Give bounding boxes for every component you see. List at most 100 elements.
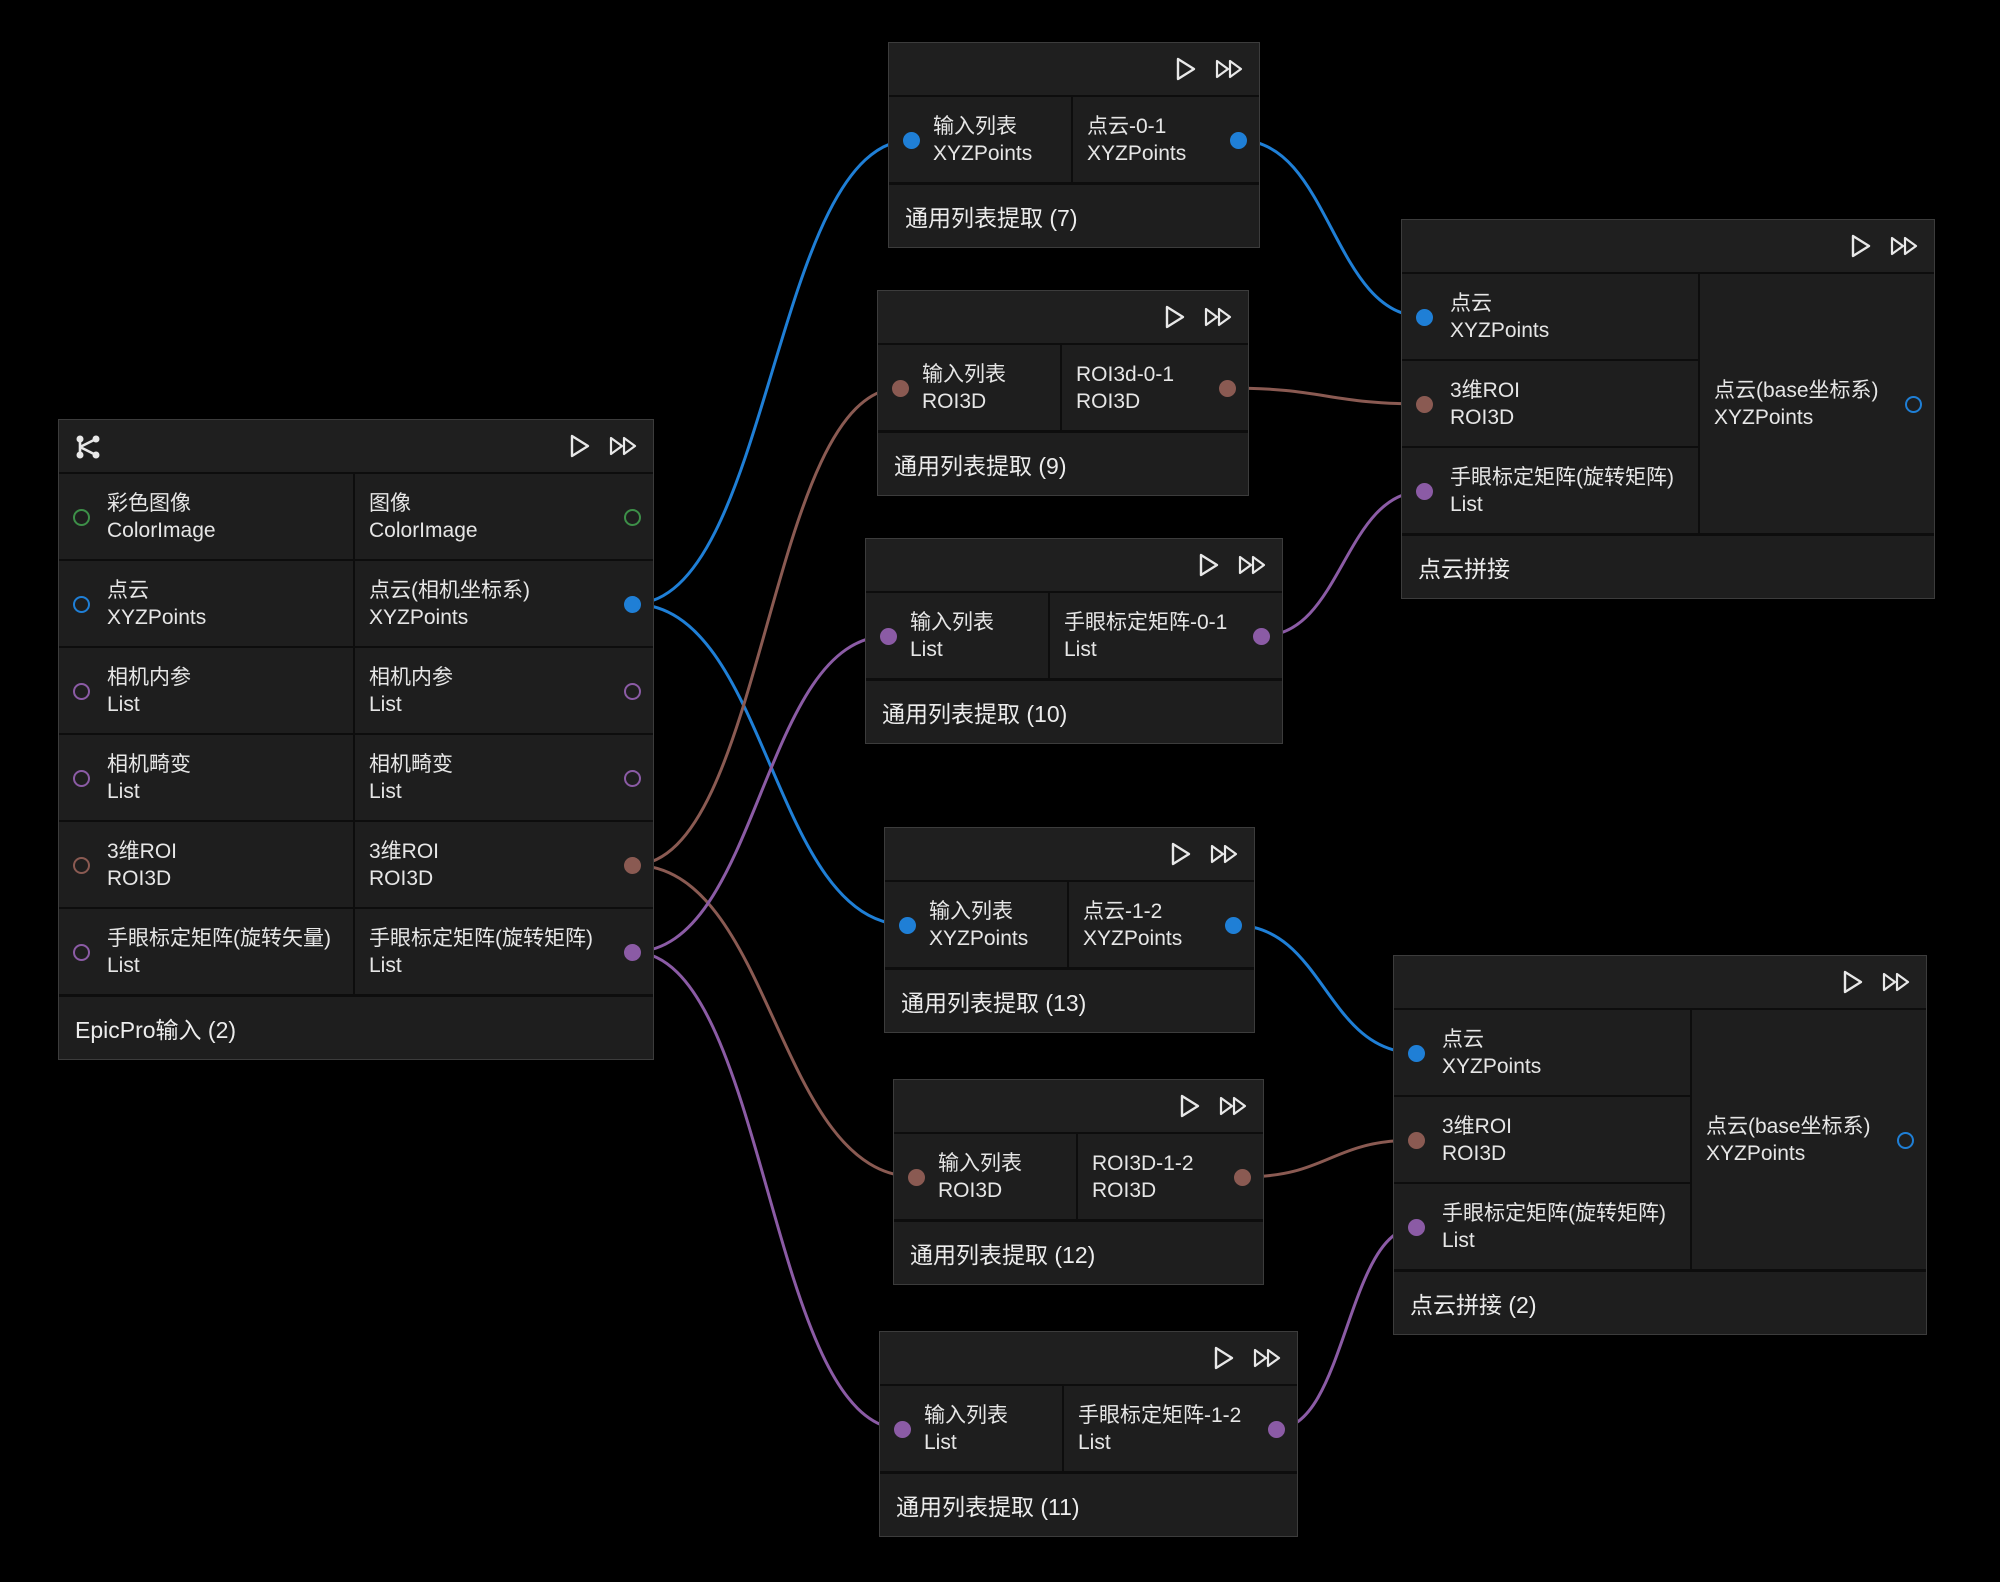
fast-forward-icon[interactable] — [1882, 971, 1912, 993]
output-port[interactable] — [624, 508, 641, 526]
fast-forward-icon[interactable] — [1253, 1347, 1283, 1369]
fast-forward-icon[interactable] — [1204, 306, 1234, 328]
play-icon[interactable] — [1170, 842, 1192, 866]
fast-forward-icon[interactable] — [1890, 235, 1920, 257]
node-header[interactable] — [59, 420, 653, 474]
port-name: 彩色图像 — [107, 491, 191, 515]
output-port[interactable] — [624, 943, 641, 961]
fast-forward-icon[interactable] — [1219, 1095, 1249, 1117]
input-port[interactable] — [903, 131, 920, 149]
input-port[interactable] — [1416, 482, 1433, 500]
play-icon[interactable] — [1179, 1094, 1201, 1118]
connection-wire[interactable] — [1242, 1138, 1417, 1179]
play-icon[interactable] — [1213, 1346, 1235, 1370]
port-type: XYZPoints — [1706, 1141, 1806, 1165]
input-port[interactable] — [1408, 1218, 1425, 1236]
port-type: List — [1442, 1228, 1475, 1252]
input-port[interactable] — [1408, 1044, 1425, 1062]
output-port[interactable] — [1897, 1131, 1914, 1149]
output-port-cell: 手眼标定矩阵(旋转矩阵)List — [355, 909, 653, 994]
port-type: List — [369, 779, 402, 803]
input-port[interactable] — [1416, 308, 1433, 326]
node-header[interactable] — [878, 291, 1248, 345]
output-port[interactable] — [624, 769, 641, 787]
output-port[interactable] — [1253, 627, 1270, 645]
play-icon[interactable] — [1175, 57, 1197, 81]
node-title: 通用列表提取 (12) — [894, 1221, 1263, 1284]
output-port-cell: 点云(相机坐标系)XYZPoints — [355, 561, 653, 646]
input-port[interactable] — [908, 1168, 925, 1186]
output-port[interactable] — [1268, 1420, 1285, 1438]
node-header[interactable] — [1402, 220, 1934, 274]
port-type: List — [107, 779, 140, 803]
port-name: 3维ROI — [1450, 378, 1521, 402]
output-port[interactable] — [624, 682, 641, 700]
connection-wire[interactable] — [1233, 923, 1417, 1055]
play-icon[interactable] — [1842, 970, 1864, 994]
input-port[interactable] — [73, 595, 90, 613]
output-port[interactable] — [624, 856, 641, 874]
connection-wire[interactable] — [1227, 386, 1425, 406]
node-header[interactable] — [889, 43, 1259, 97]
node-header[interactable] — [885, 828, 1254, 882]
output-port-cell: 点云(base坐标系)XYZPoints — [1692, 1010, 1926, 1271]
node-header[interactable] — [894, 1080, 1263, 1134]
play-icon[interactable] — [1850, 234, 1872, 258]
fast-forward-icon[interactable] — [1215, 58, 1245, 80]
connection-wire[interactable] — [632, 386, 901, 867]
output-port[interactable] — [1234, 1168, 1251, 1186]
input-port[interactable] — [73, 682, 90, 700]
connection-wire[interactable] — [632, 634, 889, 954]
node-header[interactable] — [1394, 956, 1926, 1010]
input-port[interactable] — [899, 916, 916, 934]
input-port[interactable] — [880, 627, 897, 645]
play-icon[interactable] — [569, 434, 591, 458]
connection-wire[interactable] — [1238, 138, 1425, 319]
fast-forward-icon[interactable] — [1238, 554, 1268, 576]
input-port[interactable] — [73, 856, 90, 874]
output-port[interactable] — [1230, 131, 1247, 149]
port-type: List — [369, 692, 402, 716]
fast-forward-icon[interactable] — [1210, 843, 1240, 865]
connection-wire[interactable] — [632, 950, 903, 1431]
output-port[interactable] — [1905, 395, 1922, 413]
node-header[interactable] — [866, 539, 1282, 593]
node-header[interactable] — [880, 1332, 1297, 1386]
port-name: 点云 — [1442, 1027, 1484, 1051]
port-name: 相机畸变 — [107, 752, 191, 776]
play-icon[interactable] — [1198, 553, 1220, 577]
input-port[interactable] — [73, 943, 90, 961]
input-port[interactable] — [892, 379, 909, 397]
connection-wire[interactable] — [632, 863, 917, 1179]
input-port[interactable] — [73, 769, 90, 787]
input-port[interactable] — [1416, 395, 1433, 413]
flow-graph-icon — [76, 435, 100, 459]
input-port[interactable] — [894, 1420, 911, 1438]
port-name: 3维ROI — [107, 839, 178, 863]
fast-forward-icon[interactable] — [609, 435, 639, 457]
output-port[interactable] — [624, 595, 641, 613]
output-port[interactable] — [1219, 379, 1236, 397]
play-icon[interactable] — [1164, 305, 1186, 329]
connection-wire[interactable] — [632, 138, 912, 606]
port-type: List — [1450, 492, 1483, 516]
input-port[interactable] — [73, 508, 90, 526]
port-type: ROI3D — [1442, 1141, 1507, 1165]
input-port[interactable] — [1408, 1131, 1425, 1149]
output-port[interactable] — [1225, 916, 1242, 934]
